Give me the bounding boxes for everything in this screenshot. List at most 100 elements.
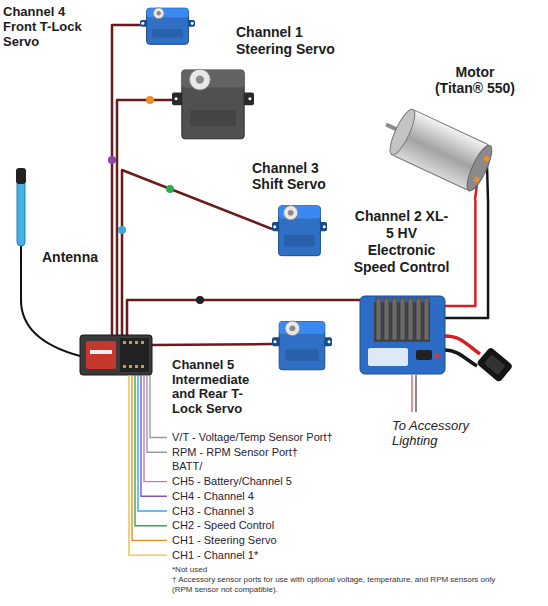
port-leader xyxy=(144,375,167,482)
steering-servo-picture xyxy=(172,62,254,142)
esc-switch xyxy=(416,350,432,360)
motor-can xyxy=(376,102,497,194)
component-label: Channel 2 XL-5 HV Electronic Speed Contr… xyxy=(352,208,451,276)
speed-control-picture xyxy=(360,296,445,374)
esc-led xyxy=(435,354,440,359)
accessory-leader xyxy=(412,375,416,412)
port-label-holder: CH2 - Speed Control xyxy=(172,519,512,532)
motor-picture xyxy=(388,105,503,200)
lead-marker xyxy=(108,156,116,164)
esc-sticker xyxy=(368,348,408,366)
port-leader xyxy=(132,375,167,540)
port-label-holder: CH3 - Channel 3 xyxy=(172,505,512,518)
port-label: CH1 - Channel 1* xyxy=(172,549,512,562)
lead-marker xyxy=(166,185,174,193)
servo-body xyxy=(279,322,325,370)
port-label-holder: BATT/ xyxy=(172,460,512,473)
component-label: Channel 5 Intermediate and Rear T-Lock S… xyxy=(172,358,266,416)
port-label: CH2 - Speed Control xyxy=(172,519,512,532)
accessory-leader xyxy=(412,375,413,412)
port-label: CH1 - Steering Servo xyxy=(172,534,512,547)
servo-spline xyxy=(289,325,295,331)
port-leader xyxy=(129,375,167,555)
servo-label-plate xyxy=(190,110,236,126)
esc-fin xyxy=(400,298,405,340)
footnote: † Accessory sensor ports for use with op… xyxy=(172,575,512,594)
antenna-cap xyxy=(16,168,26,184)
port-label-holder: CH1 - Channel 1* xyxy=(172,549,512,562)
servo-label-plate xyxy=(152,29,183,37)
receiver-pins xyxy=(120,338,149,372)
servo-screw-hole xyxy=(141,22,144,25)
servo-spline xyxy=(288,210,294,216)
receiver-pin xyxy=(141,365,144,368)
servo-label-plate xyxy=(285,350,319,361)
battery-plug xyxy=(484,354,506,375)
servo-lead xyxy=(152,344,272,345)
motor-wire xyxy=(445,200,488,318)
port-label: V/T - Voltage/Temp Sensor Port† xyxy=(172,431,512,444)
servo-spline xyxy=(285,321,300,336)
esc-fin xyxy=(392,298,397,340)
motor-wire xyxy=(445,200,488,318)
esc-fin xyxy=(416,298,421,340)
receiver-pin xyxy=(129,341,132,344)
port-label-holder: CH4 - Channel 4 xyxy=(172,490,512,503)
component-label: Channel 1 Steering Servo xyxy=(236,24,356,58)
port-leader xyxy=(147,375,167,452)
lead-marker xyxy=(118,226,126,234)
motor-terminal xyxy=(474,176,481,183)
motor-terminal xyxy=(483,155,490,162)
port-label-holder: CH1 - Steering Servo xyxy=(172,534,512,547)
port-label: BATT/ xyxy=(172,460,512,473)
component-label: Antenna xyxy=(42,249,106,265)
steering-servo: Channel 1 Steering Servo xyxy=(172,62,254,142)
servo-picture xyxy=(272,200,327,258)
servo-screw-hole xyxy=(328,340,331,343)
esc-fin xyxy=(384,298,389,340)
servo-lead xyxy=(112,25,360,345)
accessory-leader xyxy=(416,375,417,412)
port-leader xyxy=(129,375,167,555)
lead-marker xyxy=(196,296,204,304)
receiver-pin xyxy=(135,365,138,368)
servo-spline xyxy=(196,75,204,83)
servo-screw-hole xyxy=(175,97,178,100)
servo: Channel 5 Intermediate and Rear T-Lock S… xyxy=(272,316,332,372)
component-label: Channel 3 Shift Servo xyxy=(252,160,347,192)
lead-marker xyxy=(146,96,154,104)
servo-body xyxy=(147,8,189,44)
servo: Channel 4 Front T-Lock Servo xyxy=(140,4,195,46)
servo-screw-hole xyxy=(274,340,277,343)
callout-note-holder: To Accessory Lighting xyxy=(392,418,502,448)
antenna: Antenna xyxy=(13,168,29,246)
servo-screw-hole xyxy=(273,225,276,228)
servo-body xyxy=(182,70,244,139)
port-label: CH5 - Battery/Channel 5 xyxy=(172,475,512,488)
component-label: Motor (Titan® 550) xyxy=(431,64,519,96)
speed-control: Channel 2 XL-5 HV Electronic Speed Contr… xyxy=(360,296,445,374)
motor-shaft xyxy=(386,125,396,130)
esc-fin xyxy=(424,298,429,340)
servo-spline xyxy=(189,69,210,90)
footnote-holder: † Accessory sensor ports for use with op… xyxy=(172,575,512,594)
servo-picture xyxy=(140,4,195,46)
port-label: RPM - RPM Sensor Port† xyxy=(172,446,512,459)
esc-fin xyxy=(376,298,381,340)
servo-label-plate xyxy=(284,235,315,247)
esc-fin xyxy=(408,298,413,340)
port-leader xyxy=(150,375,167,438)
battery-plug xyxy=(476,347,513,383)
servo-screw-hole xyxy=(323,225,326,228)
port-leader xyxy=(138,375,167,511)
port-label: CH4 - Channel 4 xyxy=(172,490,512,503)
servo: Channel 3 Shift Servo xyxy=(272,200,327,258)
servo-spline xyxy=(153,8,164,19)
receiver-pin xyxy=(141,341,144,344)
receiver-pin xyxy=(135,341,138,344)
battery-lead xyxy=(445,350,477,366)
callout-note: To Accessory Lighting xyxy=(392,418,502,448)
receiver-pin xyxy=(129,365,132,368)
